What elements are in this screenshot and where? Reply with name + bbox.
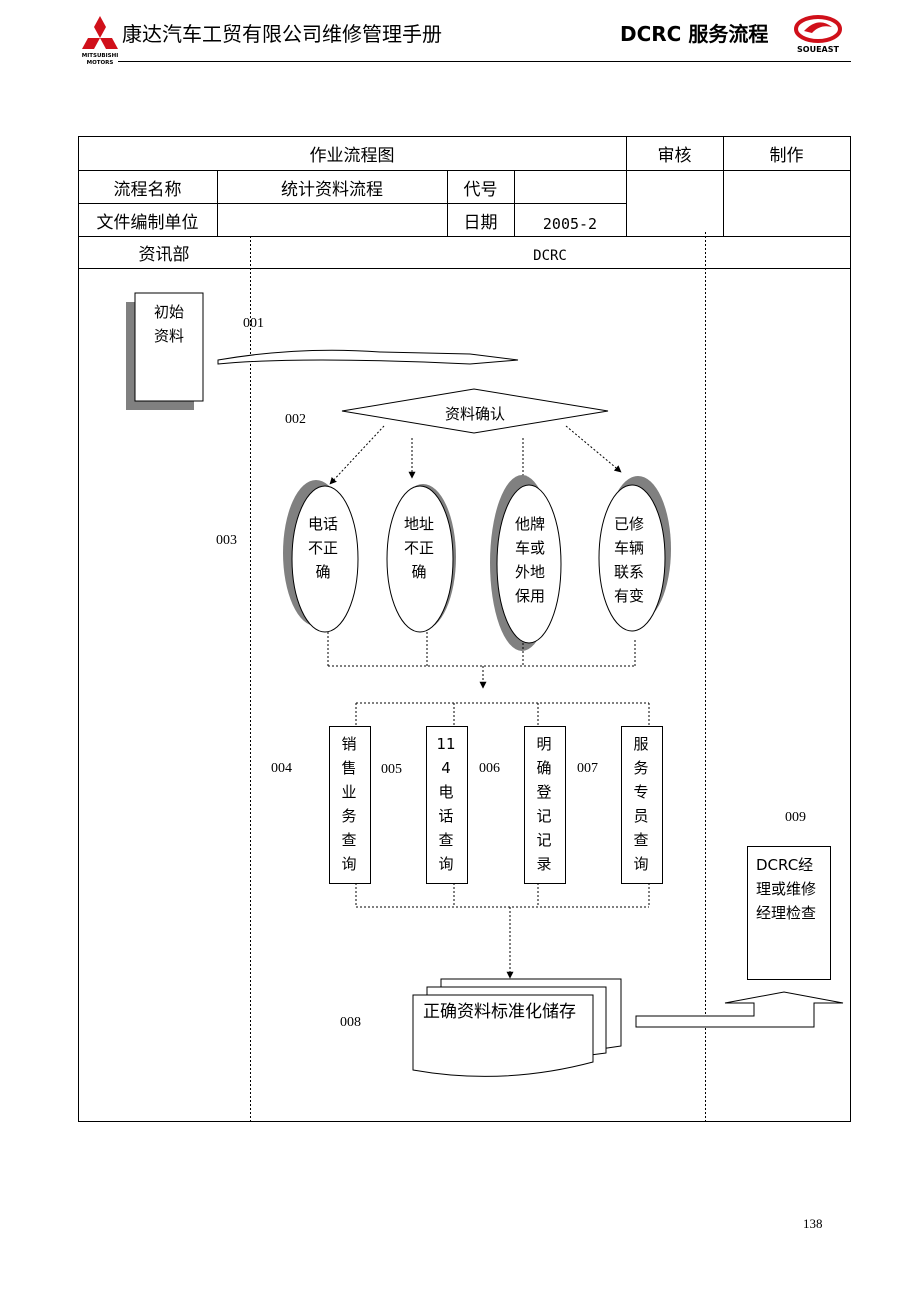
start-box: [134, 292, 204, 402]
oval-2: [386, 485, 454, 633]
decision-label: 资料确认: [444, 405, 505, 423]
oval-label-2: 地址不正确: [403, 515, 434, 581]
oval-label-1: 电话不正确: [307, 515, 338, 581]
code-label: 代号: [463, 179, 498, 200]
storage-label: 正确资料标准化储存: [423, 1002, 576, 1022]
query-label-3: 明确登记记录: [536, 735, 552, 873]
oval-3: [496, 484, 562, 644]
step-label-006: 006: [479, 761, 500, 776]
page-number: 138: [803, 1216, 823, 1231]
oval-1: [291, 485, 359, 633]
date-label: 日期: [463, 212, 498, 233]
oval-4: [598, 484, 666, 632]
query-box-2: [426, 726, 468, 884]
oval-label-3: 他牌车或外地保用: [514, 515, 545, 605]
query-box-1: [329, 726, 371, 884]
svg-text:SOUEAST: SOUEAST: [797, 45, 839, 54]
step-label-005: 005: [381, 762, 402, 777]
step-label-004: 004: [271, 761, 292, 776]
review-label: 审核: [657, 146, 692, 166]
unit-label: 文件编制单位: [96, 212, 199, 233]
step-label-008: 008: [340, 1015, 361, 1030]
svg-text:MOTORS: MOTORS: [87, 60, 114, 66]
manager-box-label: DCRC经理或维修经理检查: [756, 856, 817, 922]
made-label: 制作: [769, 146, 804, 166]
lane-header-left: 资讯部: [138, 245, 190, 265]
section-title: DCRC 服务流程: [620, 22, 769, 46]
flow-name-value: 统计资料流程: [281, 179, 383, 200]
lane-header-mid: DCRC: [533, 247, 567, 264]
arrow-001: [217, 349, 519, 365]
step-label-002: 002: [285, 412, 306, 427]
manager-box: [747, 846, 831, 980]
manual-title: 康达汽车工贸有限公司维修管理手册: [122, 22, 442, 46]
start-box-label: 初始资料: [154, 303, 185, 345]
oval-label-4: 已修车辆联系有变: [613, 515, 644, 605]
step-label-007: 007: [577, 761, 598, 776]
storage-doc-1: [412, 994, 594, 1077]
mitsubishi-logo: MITSUBISHI MOTORS: [82, 16, 119, 66]
decision-diamond: [341, 388, 609, 434]
svg-text:MITSUBISHI: MITSUBISHI: [82, 53, 119, 59]
table-heading: 作业流程图: [309, 146, 395, 166]
query-label-1: 销售业务查询: [341, 735, 357, 873]
query-box-3: [524, 726, 566, 884]
header-rule: [118, 61, 851, 62]
query-label-2: 114电话查询: [436, 735, 456, 873]
step-label-003: 003: [216, 533, 237, 548]
arrow-storage-to-manager: [635, 991, 844, 1028]
query-box-4: [621, 726, 663, 884]
soueast-logo: SOUEAST: [794, 15, 842, 54]
step-label-001: 001: [243, 316, 264, 331]
date-value: 2005-2: [542, 215, 598, 233]
step-label-009: 009: [785, 810, 806, 825]
query-label-4: 服务专员查询: [633, 735, 649, 873]
flow-name-label: 流程名称: [113, 179, 182, 200]
